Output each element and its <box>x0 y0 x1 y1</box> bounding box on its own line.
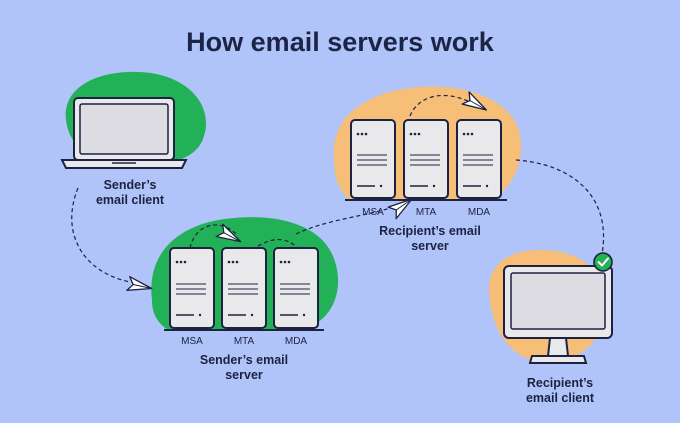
sender-server-msa-icon <box>169 247 215 329</box>
paper-plane-icon <box>461 91 488 111</box>
paper-plane-icon <box>126 276 153 292</box>
sender-mta-label: MTA <box>233 336 255 347</box>
sender-msa-label: MSA <box>181 336 203 347</box>
recipient-client-label: Recipient’s email client <box>500 376 620 406</box>
connector-client-to-msa <box>71 187 131 283</box>
recipient-server-label: Recipient’s email server <box>355 224 505 254</box>
sender-server-mda-icon <box>273 247 319 329</box>
monitor-icon <box>503 265 613 364</box>
recipient-server-label-line2: server <box>411 239 449 253</box>
recipient-server-label-line1: Recipient’s email <box>379 224 481 238</box>
connector-mda-to-client <box>515 159 605 255</box>
sender-server-label-line2: server <box>225 368 263 382</box>
sender-mda-label: MDA <box>284 336 308 347</box>
sender-server-label: Sender’s email server <box>174 353 314 383</box>
paper-plane-icon <box>215 223 242 243</box>
recipient-client-label-line2: email client <box>525 391 595 405</box>
sender-client-label: Sender’s email client <box>70 178 190 208</box>
connector-mta-to-mda <box>251 238 301 251</box>
recipient-mda-label: MDA <box>467 207 491 218</box>
check-badge-icon <box>593 252 613 272</box>
sender-server-mta-icon <box>221 247 267 329</box>
paper-plane-icon <box>387 198 413 220</box>
page-title: How email servers work <box>186 27 494 57</box>
recipient-server-mda-icon <box>456 119 502 199</box>
laptop-icon <box>60 97 188 169</box>
recipient-mta-label: MTA <box>415 207 437 218</box>
sender-client-label-line2: email client <box>95 193 165 207</box>
connector-msa-to-mta <box>189 224 239 249</box>
recipient-client-label-line1: Recipient’s <box>526 376 594 390</box>
connector-recipient-msa-to-mta <box>409 94 475 117</box>
recipient-server-msa-icon <box>350 119 396 199</box>
sender-client-label-line1: Sender’s <box>103 178 157 192</box>
sender-server-label-line1: Sender’s email <box>199 353 289 367</box>
recipient-msa-label: MSA <box>362 207 384 218</box>
recipient-server-mta-icon <box>403 119 449 199</box>
